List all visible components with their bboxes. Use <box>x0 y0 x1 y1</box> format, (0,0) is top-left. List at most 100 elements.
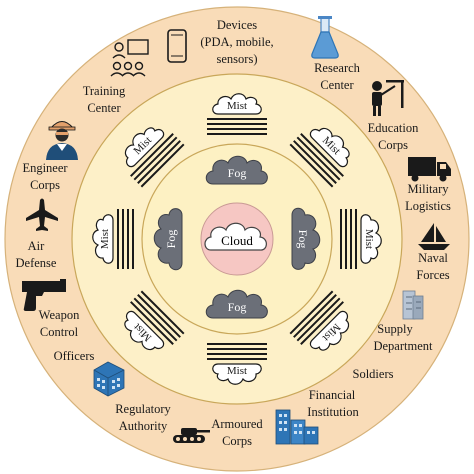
airplane-icon <box>26 198 58 231</box>
tank-icon <box>173 428 210 443</box>
sailboat-icon <box>418 223 450 250</box>
lecturer-icon <box>372 80 404 116</box>
mist-line <box>140 290 185 335</box>
mist-line <box>289 143 334 188</box>
fog-shape <box>291 207 321 270</box>
mist-line <box>133 297 178 342</box>
pistol-icon <box>22 279 66 311</box>
label-research-center: Research Center <box>314 61 361 92</box>
mist-line <box>133 136 178 181</box>
mist-node-s <box>207 343 267 385</box>
devices-line-1: Devices <box>217 18 257 32</box>
cloud-shape <box>204 222 267 251</box>
mist-line <box>137 140 181 184</box>
fog-label: Fog <box>228 166 247 180</box>
armoured-line-1: Armoured <box>211 417 263 431</box>
mist-line <box>296 136 341 181</box>
financial-buildings-icon <box>275 409 319 445</box>
mist-line <box>300 133 344 177</box>
mist-label: Mist <box>363 229 375 249</box>
label-education-corps: Education Corps <box>368 121 419 152</box>
financial-line-1: Financial <box>309 388 356 402</box>
fog-label: Fog <box>296 230 310 249</box>
regulatory-line-1: Regulatory <box>115 402 171 416</box>
label-air-defense: Air Defense <box>16 239 57 270</box>
regulatory-line-2: Authority <box>119 419 168 433</box>
mist-node-w: Mist <box>92 209 134 269</box>
mist-line <box>293 140 337 184</box>
fog-node-bottom: Fog <box>205 289 268 319</box>
mist-shape <box>212 93 262 115</box>
mist-shape <box>309 310 350 351</box>
mist-label-s: Mist <box>227 365 247 377</box>
mist-shape <box>124 310 165 351</box>
center-cloud: Cloud <box>204 222 267 251</box>
label-financial-institution: Financial Institution <box>307 388 359 419</box>
air-line-1: Air <box>28 239 46 253</box>
mist-node-e: Mist <box>340 209 382 269</box>
devices-line-2: (PDA, mobile, <box>200 35 273 49</box>
mist-line <box>289 290 334 335</box>
research-line-2: Center <box>320 78 354 92</box>
mist-node-se: Mist <box>289 290 350 351</box>
engineer-line-1: Engineer <box>22 161 68 175</box>
fog-node-left: Fog <box>153 208 183 271</box>
weapon-line-2: Control <box>40 325 79 339</box>
training-line-1: Training <box>83 84 126 98</box>
education-line-2: Corps <box>378 138 408 152</box>
engineer-line-2: Corps <box>30 178 60 192</box>
mist-line <box>300 301 344 345</box>
label-devices: Devices (PDA, mobile, sensors) <box>200 18 273 66</box>
label-supply-department: Supply Department <box>373 322 433 353</box>
fog-label: Fog <box>228 300 247 314</box>
label-engineer-corps: Engineer Corps <box>22 161 68 192</box>
regulatory-building-icon <box>93 361 125 397</box>
naval-line-2: Forces <box>416 268 449 282</box>
mist-shape <box>124 127 165 168</box>
label-training-center: Training Center <box>83 84 126 115</box>
label-regulatory-authority: Regulatory Authority <box>115 402 171 433</box>
naval-line-1: Naval <box>418 251 448 265</box>
weapon-line-1: Weapon <box>39 308 80 322</box>
logistics-line-2: Logistics <box>405 199 451 213</box>
fog-label: Fog <box>164 230 178 249</box>
truck-icon <box>408 157 451 182</box>
research-line-1: Research <box>314 61 361 75</box>
flask-icon <box>311 16 339 59</box>
mist-shape <box>309 127 350 168</box>
mist-line <box>130 301 174 345</box>
mist-node-sw: Mist <box>124 290 185 351</box>
label-naval-forces: Naval Forces <box>416 251 449 282</box>
mist-node-n: Mist <box>207 93 267 135</box>
label-weapon-control: Weapon Control <box>39 308 80 339</box>
label-soldiers: Soldiers <box>353 367 394 381</box>
supply-line-1: Supply <box>377 322 413 336</box>
mist-shape <box>92 214 114 264</box>
fog-shape <box>205 289 268 319</box>
mist-label: Mist <box>227 100 247 112</box>
engineer-icon <box>46 121 78 160</box>
label-military-logistics: Military Logistics <box>405 182 451 213</box>
mist-label: Mist <box>99 229 111 249</box>
supply-line-2: Department <box>373 339 433 353</box>
mist-line <box>293 294 337 338</box>
mist-shape <box>212 363 262 385</box>
devices-line-3: sensors) <box>217 52 258 66</box>
fog-shape <box>205 155 268 185</box>
label-officers: Officers <box>54 349 95 363</box>
education-line-1: Education <box>368 121 419 135</box>
mist-shape <box>360 214 382 264</box>
mist-line <box>140 143 185 188</box>
mist-line <box>130 133 174 177</box>
mist-node-nw: Mist <box>124 127 185 188</box>
cloud-label: Cloud <box>221 233 253 248</box>
building-icon <box>402 290 424 320</box>
armoured-line-2: Corps <box>222 434 252 448</box>
mist-line <box>137 294 181 338</box>
label-armoured-corps: Armoured Corps <box>211 417 263 448</box>
fog-shape <box>153 208 183 271</box>
financial-line-2: Institution <box>307 405 359 419</box>
training-icon <box>110 39 149 77</box>
fog-node-top: Fog <box>205 155 268 185</box>
